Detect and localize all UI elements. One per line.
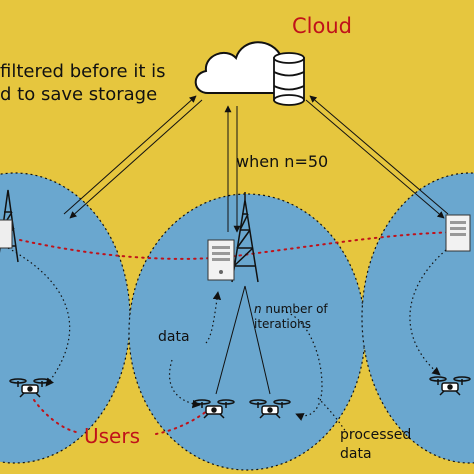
drone-icon-center-2 [249,399,291,419]
data-flow-left [7,247,71,387]
center-tower-icon [231,192,259,283]
right-server-icon [445,214,471,252]
n-variable: n [254,302,262,316]
cloud-label: Cloud [292,14,352,38]
iterations-text: iterations [254,317,311,331]
users-label: Users [84,424,141,448]
arrow-right-up [309,95,449,215]
drone-icon-center-1 [193,399,235,419]
users-pointer-left [33,399,77,433]
processed-data-label: processed data [340,426,411,464]
n-iterations-label: n number of iterations [254,302,328,332]
arrow-left-down [69,99,203,219]
inter-cell-link [19,231,471,260]
left-cell [0,172,131,464]
when-n-label: when n=50 [236,152,329,171]
tower-to-drone-1 [215,285,246,395]
arrow-right-down [305,99,445,219]
n-number-of-text: number of [261,302,328,316]
users-pointer-right [155,409,209,435]
data-flow-center-drone [168,359,201,409]
data-label: data [158,329,190,345]
drone-icon-left [9,378,51,398]
filter-note-line1: filtered before it is [0,61,166,82]
left-server-icon [0,219,13,249]
tower-to-drone-2 [244,285,271,395]
database-icon [273,52,305,106]
drone-icon-right [429,376,471,396]
processed-data-text: data [340,446,372,462]
data-flow-center-up [205,291,222,344]
arrow-left-up [63,95,197,215]
data-flow-center-loop [277,309,323,421]
processed-data-pointer [317,397,347,433]
center-server-icon [207,239,235,281]
processed-text: processed [340,427,412,443]
filter-note-line2: d to save storage [0,84,158,105]
